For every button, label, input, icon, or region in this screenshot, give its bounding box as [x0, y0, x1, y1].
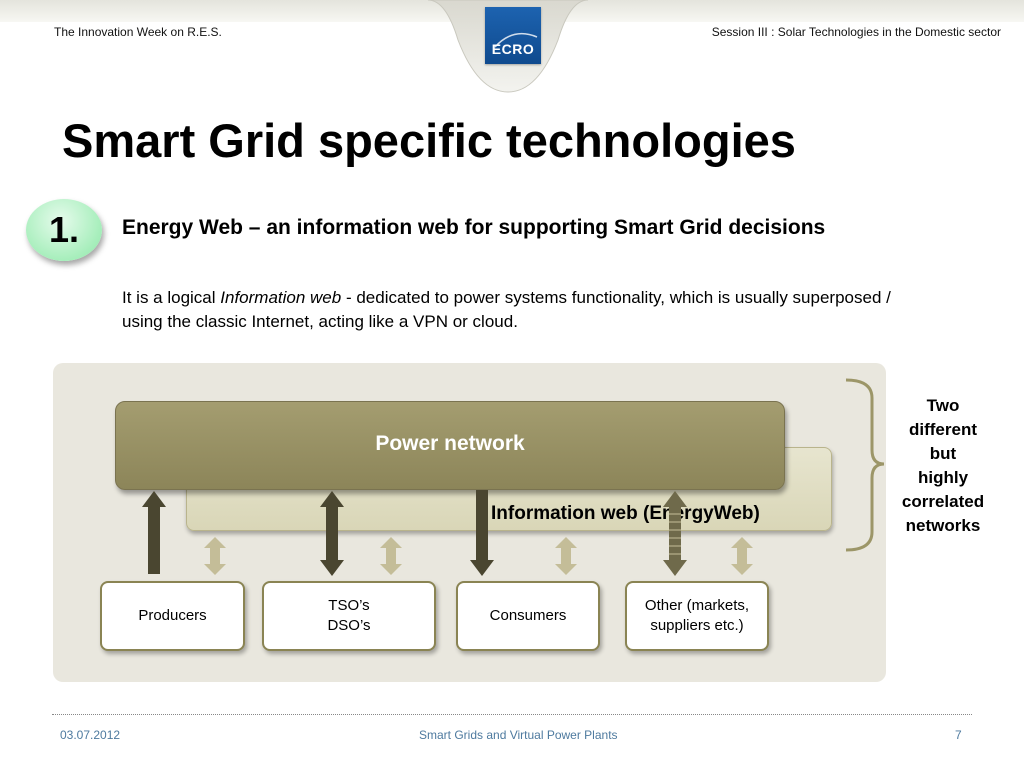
entity-producers: Producers — [100, 581, 245, 651]
arrow-consumers-down — [470, 490, 494, 576]
entity-other-label: Other (markets, suppliers etc.) — [644, 597, 750, 634]
entity-tso-label: TSO’s DSO’s — [327, 597, 371, 634]
arrow-producers-up — [142, 491, 166, 574]
right-brace — [845, 378, 885, 552]
brace-label: Two different but highly correlated netw… — [901, 396, 985, 535]
entity-producers-label: Producers — [138, 607, 207, 624]
header-right-text: Session III : Solar Technologies in the … — [711, 25, 1001, 39]
entity-consumers: Consumers — [456, 581, 600, 651]
entity-consumers-label: Consumers — [489, 607, 567, 624]
slide-title: Smart Grid specific technologies — [62, 114, 796, 167]
entity-tso-dso: TSO’s DSO’s — [262, 581, 436, 651]
number-badge: 1. — [26, 199, 102, 261]
logo-text: ECRO — [491, 41, 535, 57]
body-suffix: - dedicated to power systems functionali… — [122, 288, 891, 331]
light-arrow-3 — [555, 537, 577, 575]
arrow-other-bidirectional — [663, 491, 687, 576]
power-network-box: Power network — [115, 401, 785, 490]
body-italic: Information web — [220, 288, 342, 307]
page-number: 7 — [955, 728, 962, 742]
light-arrow-4 — [731, 537, 753, 575]
subheading: Energy Web – an information web for supp… — [122, 216, 826, 239]
power-network-label: Power network — [375, 432, 525, 455]
header-left-text: The Innovation Week on R.E.S. — [54, 25, 222, 39]
logo-swoosh-icon — [494, 32, 538, 48]
information-web-label: Information web (EnergyWeb) — [491, 503, 760, 524]
arrow-tso-bidirectional — [320, 491, 344, 576]
light-arrow-2 — [380, 537, 402, 575]
entity-other: Other (markets, suppliers etc.) — [625, 581, 769, 651]
body-paragraph: It is a logical Information web - dedica… — [122, 286, 922, 334]
footer-divider — [52, 714, 972, 715]
footer-date: 03.07.2012 — [60, 728, 121, 742]
light-arrow-1 — [204, 537, 226, 575]
ecro-logo: ECRO — [485, 7, 541, 64]
footer-title: Smart Grids and Virtual Power Plants — [419, 728, 618, 742]
body-prefix: It is a logical — [122, 288, 221, 307]
